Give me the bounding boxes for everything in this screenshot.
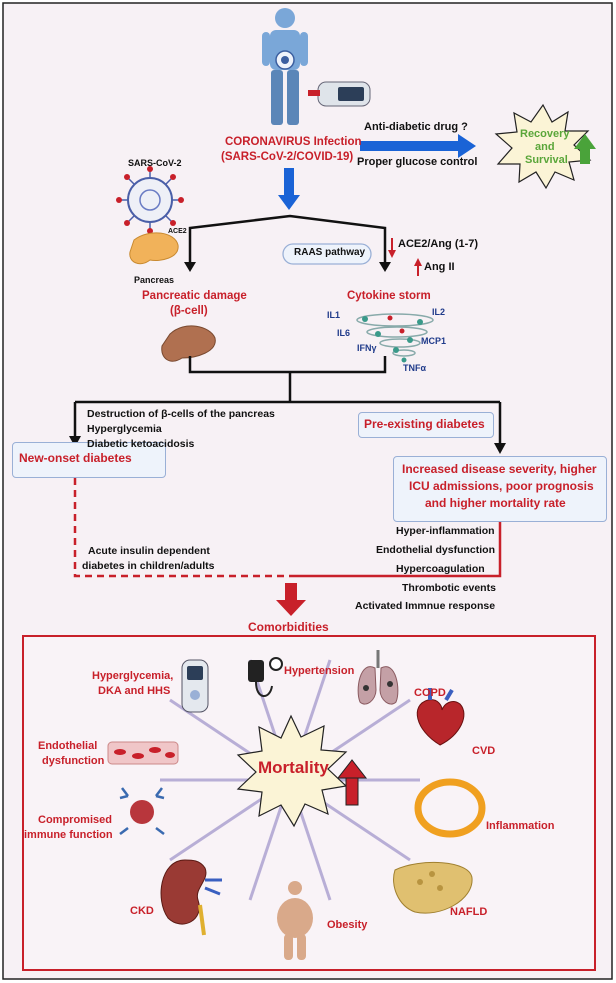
virus-label: SARS-CoV-2	[128, 158, 182, 168]
endothelial-line1: Endothelial	[38, 740, 98, 752]
kidney-icon	[160, 859, 222, 936]
cytokine-storm-label: Cytokine storm	[347, 290, 431, 302]
severity-immune: Activated Immnue response	[355, 600, 496, 612]
infection-subtitle: (SARS-CoV-2/COVID-19)	[221, 151, 354, 163]
heart-icon	[416, 688, 465, 746]
arrow-right-blue	[360, 134, 476, 158]
nafld-label: NAFLD	[450, 906, 488, 918]
pancreas-icon	[129, 232, 179, 265]
hyperglycemia-line1: Hyperglycemia,	[92, 670, 174, 682]
effect-destruction: Destruction of β-cells of the pancreas	[87, 408, 275, 420]
comorbidities-title: Comorbidities	[248, 620, 329, 634]
mortality-starburst	[236, 714, 348, 828]
obese-person-icon	[277, 881, 313, 960]
cytokine-mcp1: MCP1	[421, 336, 447, 346]
damaged-pancreas-icon	[161, 325, 216, 362]
inflammation-ring-icon	[414, 778, 486, 838]
endothelial-line2: dysfunction	[42, 755, 105, 767]
arrow-up-green	[574, 134, 596, 164]
recovery-starburst	[494, 103, 592, 190]
arrow-up-red-small	[414, 258, 422, 276]
lungs-icon	[357, 650, 399, 705]
ace2-ang-label: ACE2/Ang (1-7)	[398, 238, 479, 250]
recovery-line3: Survival	[525, 154, 568, 166]
cytokine-il1: IL1	[327, 310, 341, 320]
cytokine-storm-icon	[356, 313, 434, 363]
raas-pill	[282, 243, 372, 265]
recovery-line1: Recovery	[520, 128, 570, 140]
hypertension-label: Hypertension	[284, 665, 355, 677]
hyperglycemia-line2: DKA and HHS	[98, 685, 171, 697]
recovery-line2: and	[535, 141, 555, 153]
liver-icon	[393, 861, 473, 914]
glucometer-icon	[308, 81, 371, 107]
damage-subtitle: (β-cell)	[170, 305, 208, 317]
cytokine-il6: IL6	[337, 328, 351, 338]
arrow-down-red-big	[276, 583, 306, 616]
glucometer-comorbidity-icon	[181, 659, 209, 713]
blood-pressure-icon	[248, 657, 283, 697]
effect-dka: Diabetic ketoacidosis	[87, 438, 195, 450]
severity-thrombotic: Thrombotic events	[402, 582, 496, 594]
severity-line1: Increased disease severity, higher	[402, 462, 597, 476]
blood-vessel-icon	[107, 741, 179, 765]
branch-connector	[188, 214, 387, 262]
severity-line2: ICU admissions, poor prognosis	[409, 479, 594, 493]
merge-connector	[73, 356, 502, 445]
infection-title: CORONAVIRUS Infection	[225, 136, 362, 148]
arrow-down-blue	[278, 168, 300, 210]
obesity-label: Obesity	[327, 919, 368, 931]
antidiabetic-label: Anti-diabetic drug ?	[364, 121, 468, 133]
immune-cell-icon	[119, 787, 165, 835]
immune-line2: immune function	[24, 829, 113, 841]
inflammation-label: Inflammation	[486, 820, 555, 832]
effect-hyperglycemia: Hyperglycemia	[87, 423, 162, 435]
cytokine-ifng: IFNγ	[357, 343, 377, 353]
ang2-label: Ang II	[424, 261, 455, 273]
pre-existing-label: Pre-existing diabetes	[364, 417, 485, 431]
new-onset-box	[12, 442, 166, 478]
ckd-label: CKD	[130, 905, 154, 917]
ace2-label: ACE2	[168, 228, 187, 235]
severity-line3: and higher mortality rate	[425, 496, 566, 510]
immune-line1: Compromised	[38, 814, 112, 826]
damage-title: Pancreatic damage	[142, 290, 247, 302]
pre-existing-box	[358, 412, 494, 438]
glucose-control-label: Proper glucose control	[357, 156, 478, 168]
person-icon	[262, 8, 308, 125]
acute-line2: diabetes in children/adults	[82, 560, 215, 572]
cytokine-il2: IL2	[432, 307, 446, 317]
arrow-up-red-mortality	[336, 759, 368, 806]
severity-endothelial: Endothelial dysfunction	[376, 544, 496, 556]
cvd-label: CVD	[472, 745, 496, 757]
copd-label: COPD	[414, 687, 446, 699]
acute-line1: Acute insulin dependent	[88, 545, 210, 557]
mortality-label: Mortality	[258, 758, 329, 777]
pancreas-label: Pancreas	[134, 275, 175, 285]
raas-label: RAAS pathway	[294, 247, 366, 258]
new-onset-label: New-onset diabetes	[19, 451, 132, 465]
virus-icon	[116, 166, 184, 234]
cytokine-tnfa: TNFα	[403, 363, 427, 373]
severity-hypercoagulation: Hypercoagulation	[396, 563, 485, 575]
severity-hyperinflammation: Hyper-inflammation	[396, 525, 495, 537]
severity-box	[393, 456, 607, 522]
arrow-down-red-small	[388, 238, 396, 258]
